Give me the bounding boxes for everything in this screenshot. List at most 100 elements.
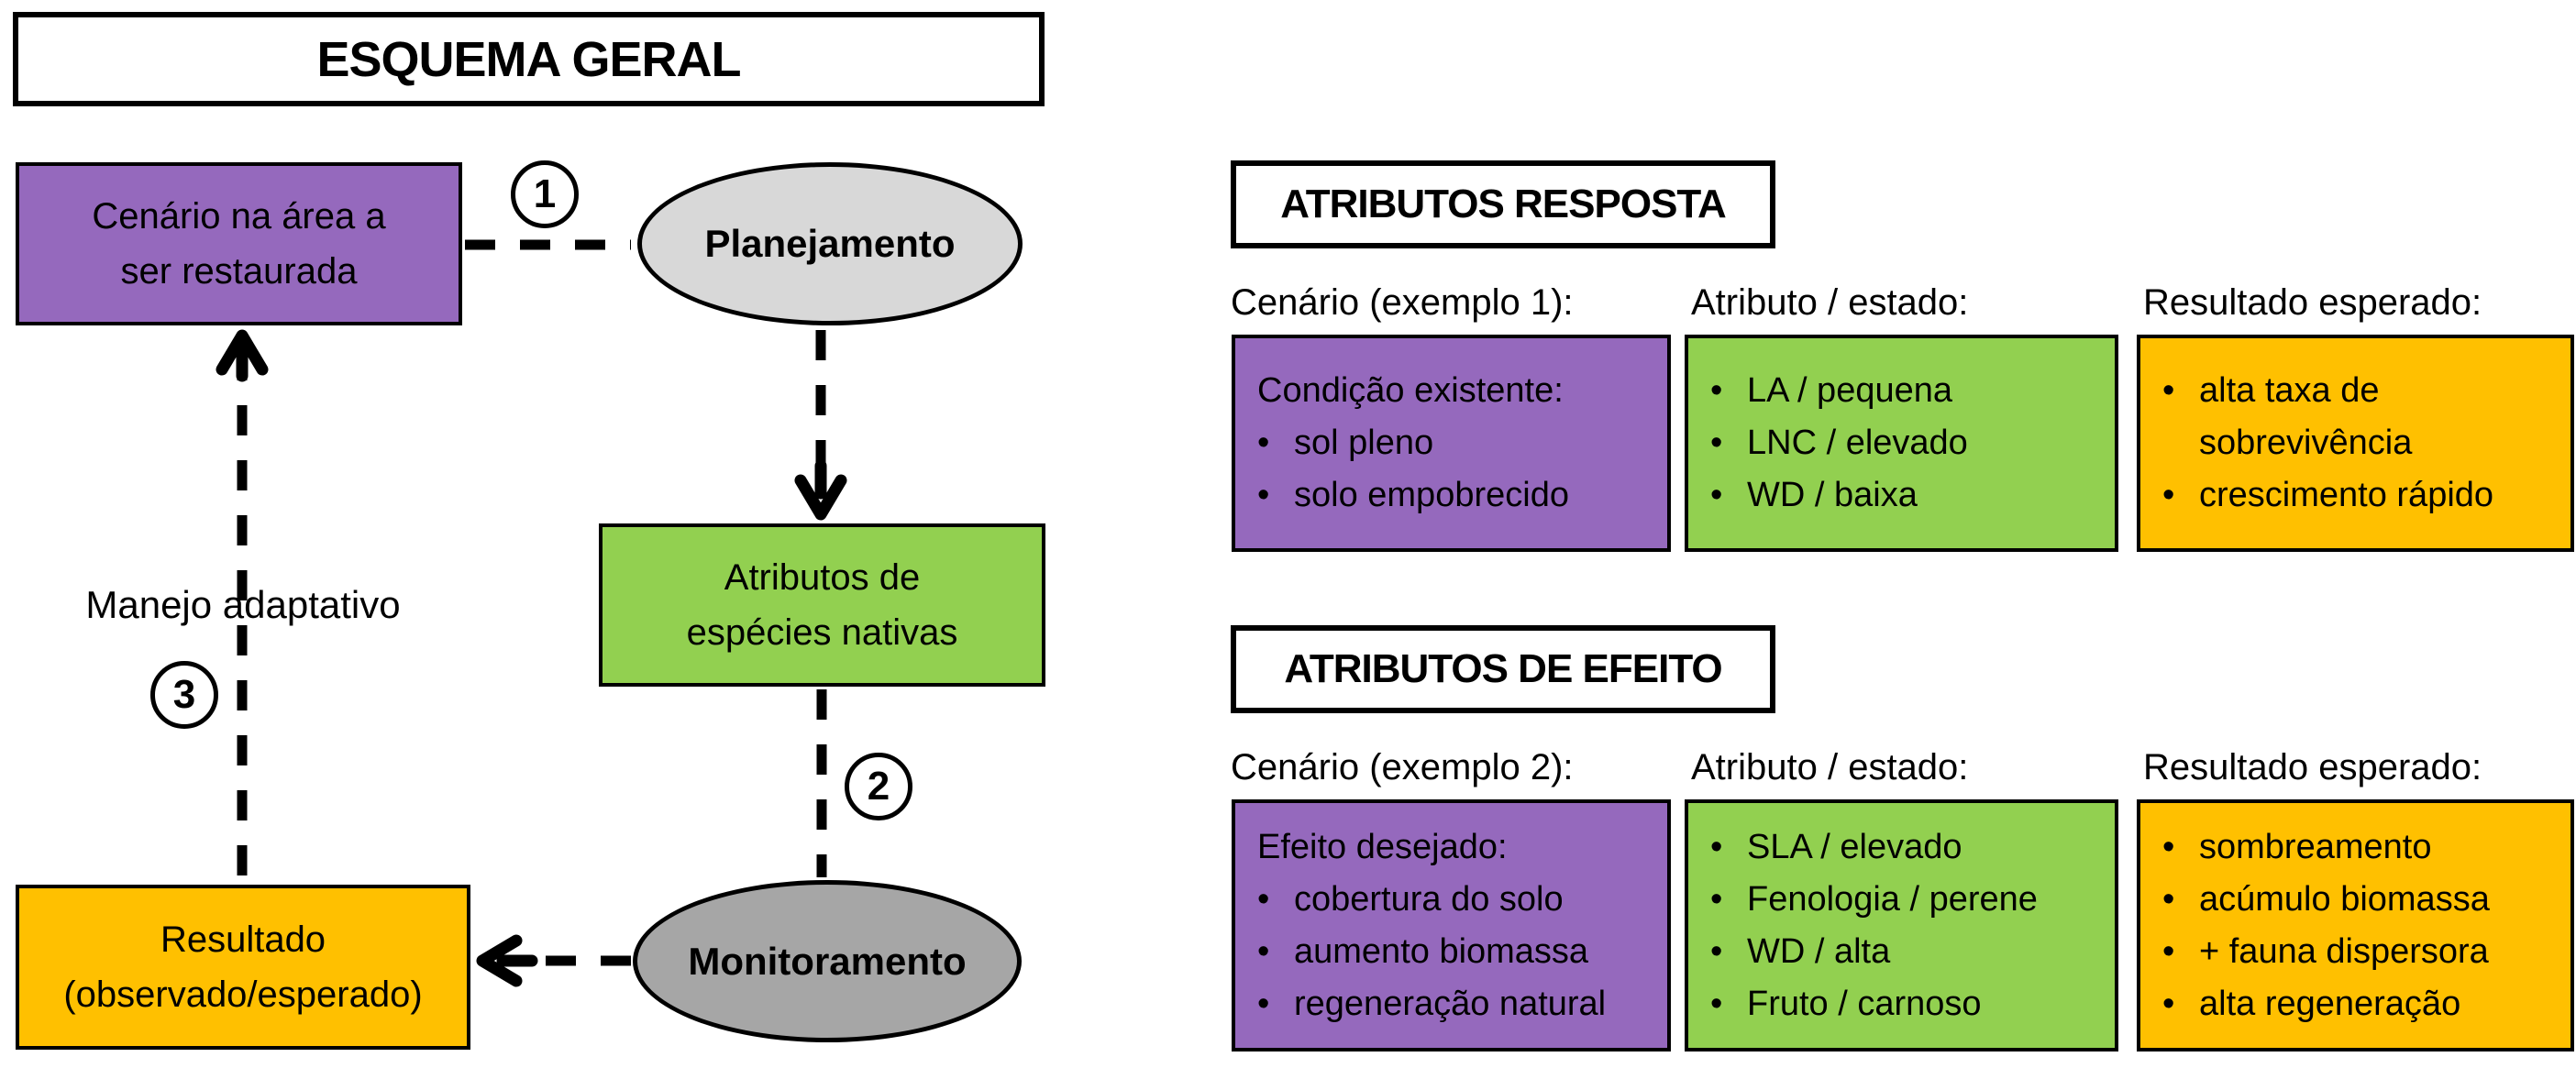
bullet-item: • WD / alta: [1710, 926, 2102, 978]
attributes-cell-1-list: • LA / pequena • LNC / elevado • WD / baixa: [1710, 365, 2102, 522]
scenario-cell-1-list: • sol pleno • solo empobrecido: [1257, 417, 1654, 522]
effect-attributes-header-box: ATRIBUTOS DE EFEITO: [1231, 625, 1775, 713]
bullet-text: Fenologia / perene: [1747, 879, 2038, 919]
bullet-marker: •: [1710, 476, 1723, 514]
scenario-cell-2-title: Efeito desejado:: [1257, 827, 1508, 866]
result-line-1: Resultado: [160, 919, 326, 960]
bullet-text: alta regeneração: [2199, 984, 2461, 1023]
step-2-number: 2: [867, 764, 890, 809]
bullet-text: WD / alta: [1747, 931, 1891, 971]
planning-ellipse: Planejamento: [637, 162, 1023, 325]
arrowhead-down-icon: [794, 459, 847, 521]
attributes-cell-2-list: • SLA / elevado • Fenologia / perene • WD / a…: [1710, 821, 2102, 1030]
bullet-item: • WD / baixa: [1710, 469, 2102, 522]
scenario-cell-1: Condição existente: • sol pleno • solo empo…: [1232, 335, 1671, 552]
step-circle-2: 2: [845, 753, 912, 820]
bullet-marker: •: [1710, 879, 1723, 919]
bullet-text: solo empobrecido: [1294, 476, 1569, 514]
planning-label: Planejamento: [704, 222, 956, 265]
bullet-marker: •: [2162, 879, 2175, 919]
bullet-marker: •: [1710, 424, 1723, 462]
bullet-text: alta taxa de sobrevivência: [2199, 371, 2413, 462]
scenario-cell-1-title: Condição existente:: [1257, 371, 1564, 410]
result-line-2: (observado/esperado): [63, 974, 423, 1015]
column-label-scenario-1: Cenário (exemplo 1):: [1231, 282, 1574, 323]
bullet-marker: •: [2162, 371, 2175, 410]
bullet-marker: •: [2162, 827, 2175, 866]
bullet-text: LNC / elevado: [1747, 424, 1968, 462]
arrowhead-up-icon: [216, 329, 269, 382]
bullet-marker: •: [1257, 476, 1270, 514]
bullet-item: • solo empobrecido: [1257, 469, 1654, 522]
bullet-item: • alta regeneração: [2162, 978, 2558, 1030]
scenario-cell-2: Efeito desejado: • cobertura do solo • aume…: [1232, 799, 1671, 1051]
results-cell-2: • sombreamento • acúmulo biomassa • + fauna d…: [2137, 799, 2574, 1051]
bullet-text: crescimento rápido: [2199, 476, 2494, 514]
bullet-marker: •: [1710, 827, 1723, 866]
results-cell-1-list: • alta taxa de sobrevivência • crescimento …: [2162, 365, 2558, 522]
bullet-text: cobertura do solo: [1294, 879, 1564, 919]
response-attributes-header-box: ATRIBUTOS RESPOSTA: [1231, 160, 1775, 248]
bullet-marker: •: [2162, 476, 2175, 514]
bullet-marker: •: [2162, 984, 2175, 1023]
bullet-text: sol pleno: [1294, 424, 1434, 462]
scenario-cell-2-list: • cobertura do solo • aumento biomassa • rege…: [1257, 874, 1654, 1030]
bullet-item: • LNC / elevado: [1710, 417, 2102, 469]
attributes-line-1: Atributos de: [724, 557, 921, 598]
bullet-marker: •: [1257, 984, 1270, 1023]
bullet-item: • cobertura do solo: [1257, 874, 1654, 926]
scenario-line-2: ser restaurada: [120, 251, 358, 292]
bullet-text: aumento biomassa: [1294, 931, 1589, 971]
bullet-marker: •: [1257, 424, 1270, 462]
bullet-item: •Fruto / carnoso: [1710, 978, 2102, 1030]
bullet-text: + fauna dispersora: [2199, 931, 2489, 971]
bullet-item: • alta taxa de sobrevivência: [2162, 365, 2558, 469]
monitoring-ellipse: Monitoramento: [633, 880, 1022, 1042]
bullet-marker: •: [1710, 984, 1723, 1023]
bullet-item: • aumento biomassa: [1257, 926, 1654, 978]
bullet-item: • LA / pequena: [1710, 365, 2102, 417]
step-circle-3: 3: [150, 661, 218, 729]
column-label-attribute-2: Atributo / estado:: [1691, 747, 1969, 787]
step-1-number: 1: [533, 171, 557, 216]
bullet-item: • + fauna dispersora: [2162, 926, 2558, 978]
bullet-marker: •: [1257, 931, 1270, 971]
bullet-item: • crescimento rápido: [2162, 469, 2558, 522]
step-circle-1: 1: [511, 160, 579, 228]
effect-attributes-panel: ATRIBUTOS DE EFEITO Cenário (exemplo 2):…: [1220, 625, 2576, 1054]
bullet-item: • sol pleno: [1257, 417, 1654, 469]
response-attributes-panel: ATRIBUTOS RESPOSTA Cenário (exemplo 1): …: [1220, 160, 2576, 555]
result-box: Resultado (observado/esperado): [16, 885, 470, 1050]
bullet-item: • regeneração natural: [1257, 978, 1654, 1030]
effect-attributes-header: ATRIBUTOS DE EFEITO: [1284, 646, 1722, 691]
bullet-text: SLA / elevado: [1747, 827, 1962, 866]
page-title: ESQUEMA GERAL: [316, 31, 741, 87]
bullet-marker: •: [2162, 931, 2175, 971]
scenario-line-1: Cenário na área a: [92, 196, 386, 237]
step-3-number: 3: [172, 672, 196, 717]
column-label-result-2: Resultado esperado:: [2143, 747, 2482, 787]
bullet-text: regeneração natural: [1294, 984, 1607, 1023]
bullet-item: • Fenologia / perene: [1710, 874, 2102, 926]
bullet-text: WD / baixa: [1747, 476, 1918, 514]
bullet-text: acúmulo biomassa: [2199, 879, 2490, 919]
bullet-marker: •: [1257, 879, 1270, 919]
results-cell-1: • alta taxa de sobrevivência • crescimento …: [2137, 335, 2574, 552]
native-species-attributes-box: Atributos de espécies nativas: [599, 523, 1045, 687]
esquema-geral-title-box: ESQUEMA GERAL: [13, 12, 1045, 106]
bullet-item: • acúmulo biomassa: [2162, 874, 2558, 926]
bullet-text: sombreamento: [2199, 827, 2432, 866]
bullet-marker: •: [1710, 371, 1723, 410]
scenario-area-box: Cenário na área a ser restaurada: [16, 162, 462, 325]
column-label-attribute-1: Atributo / estado:: [1691, 282, 1969, 323]
bullet-marker: •: [1710, 931, 1723, 971]
monitoring-label: Monitoramento: [688, 939, 967, 983]
attributes-cell-1: • LA / pequena • LNC / elevado • WD / baixa: [1685, 335, 2118, 552]
attributes-cell-2: • SLA / elevado • Fenologia / perene • WD / a…: [1685, 799, 2118, 1051]
adaptive-management-label: Manejo adaptativo: [85, 583, 401, 626]
bullet-text: LA / pequena: [1747, 371, 1952, 410]
column-label-result-1: Resultado esperado:: [2143, 282, 2482, 323]
response-attributes-header: ATRIBUTOS RESPOSTA: [1280, 182, 1727, 226]
bullet-item: • sombreamento: [2162, 821, 2558, 874]
